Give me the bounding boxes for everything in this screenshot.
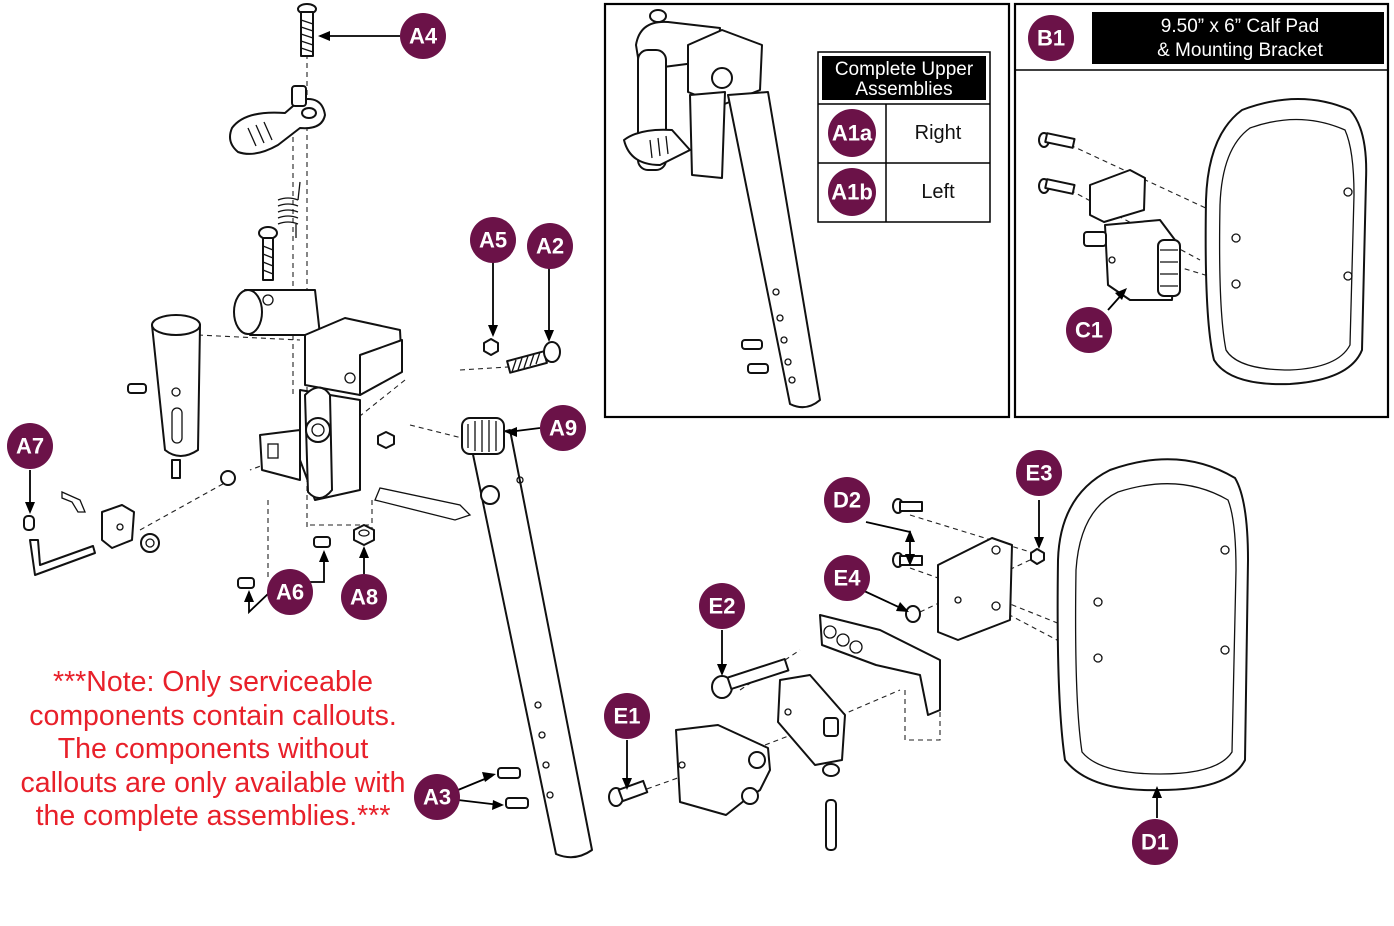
callout-e1: E1: [604, 693, 650, 739]
calf-pad-title-line2: & Mounting Bracket: [1157, 40, 1324, 61]
svg-text:D1: D1: [1141, 830, 1169, 855]
svg-text:A9: A9: [549, 416, 577, 441]
calf-pad-d1: [1056, 458, 1249, 792]
callout-a1b: A1b: [828, 168, 876, 216]
callout-a4: A4: [400, 13, 446, 59]
svg-text:A6: A6: [276, 580, 304, 605]
calf-bracket-exploded: [608, 458, 1249, 851]
release-lever: [229, 85, 326, 155]
callout-a1a: A1a: [828, 109, 876, 157]
hanger-assembly: [23, 3, 593, 859]
callout-b1: B1: [1028, 15, 1074, 61]
receiver-socket: [151, 314, 201, 479]
svg-text:A8: A8: [350, 585, 378, 610]
washer-e4: [905, 605, 921, 623]
leader-lines-right: [622, 500, 1162, 818]
small-nut: [377, 431, 395, 449]
svg-text:A1b: A1b: [831, 180, 873, 205]
callout-d1: D1: [1132, 819, 1178, 865]
callout-a8: A8: [341, 574, 387, 620]
mounting-block: [259, 317, 403, 501]
callout-a5: A5: [470, 217, 516, 263]
svg-text:A3: A3: [423, 785, 451, 810]
callout-e3: E3: [1016, 450, 1062, 496]
svg-text:E3: E3: [1026, 461, 1053, 486]
leader-lines-left: [25, 31, 554, 810]
calf-pad-title-line1: 9.50” x 6” Calf Pad: [1161, 16, 1319, 37]
svg-text:E1: E1: [614, 704, 641, 729]
table-header-line2: Assemblies: [855, 79, 952, 100]
serviceable-note: ***Note: Only serviceable components con…: [20, 666, 406, 832]
hinge-pin: [822, 717, 840, 851]
svg-text:A4: A4: [409, 24, 438, 49]
washer: [220, 470, 236, 486]
svg-text:A5: A5: [479, 228, 507, 253]
callout-c1: C1: [1066, 307, 1112, 353]
pivot-screw: [258, 226, 278, 281]
nut-a8: [353, 524, 375, 546]
pad-mount-plate: [937, 537, 1013, 641]
nut-a5: [483, 338, 499, 356]
callout-e4: E4: [824, 555, 870, 601]
leg-tube: [461, 417, 593, 859]
callout-a6: A6: [267, 569, 313, 615]
nut-e3: [1030, 548, 1045, 565]
latch-assembly: [23, 490, 160, 576]
torsion-spring: [277, 181, 301, 238]
table-cell-left: Left: [921, 181, 955, 203]
svg-text:E4: E4: [834, 566, 862, 591]
svg-text:B1: B1: [1037, 26, 1065, 51]
upper-assembly-inset: [603, 2, 1011, 419]
table-cell-right: Right: [915, 122, 962, 144]
callout-a9: A9: [540, 405, 586, 451]
callout-e2: E2: [699, 583, 745, 629]
screw-e1: [608, 779, 649, 807]
svg-text:E2: E2: [709, 594, 736, 619]
screw-a4: [297, 3, 317, 57]
callout-d2: D2: [824, 477, 870, 523]
hanger-tube: [233, 289, 321, 336]
svg-text:A7: A7: [16, 434, 44, 459]
svg-text:A2: A2: [536, 234, 564, 259]
inset-assembly-drawing: [623, 9, 821, 409]
set-screw-left: [127, 383, 147, 394]
bent-rod: [374, 487, 472, 521]
bolt-a2: [506, 341, 561, 374]
inset-pad-drawing: [1038, 98, 1368, 386]
table-header-line1: Complete Upper: [835, 59, 974, 80]
svg-text:C1: C1: [1075, 318, 1103, 343]
hinge-block: [777, 674, 846, 766]
calf-pad-inset: [1013, 2, 1390, 419]
mount-arm: [819, 614, 941, 716]
hinge-lower: [675, 724, 771, 816]
svg-text:D2: D2: [833, 488, 861, 513]
callout-a3: A3: [414, 774, 460, 820]
svg-text:A1a: A1a: [832, 121, 873, 146]
axle-bolt-e2: [711, 658, 790, 699]
set-screws-a6: [237, 536, 331, 589]
callout-a2: A2: [527, 223, 573, 269]
callout-a7: A7: [7, 423, 53, 469]
screws-a3: [497, 767, 529, 809]
